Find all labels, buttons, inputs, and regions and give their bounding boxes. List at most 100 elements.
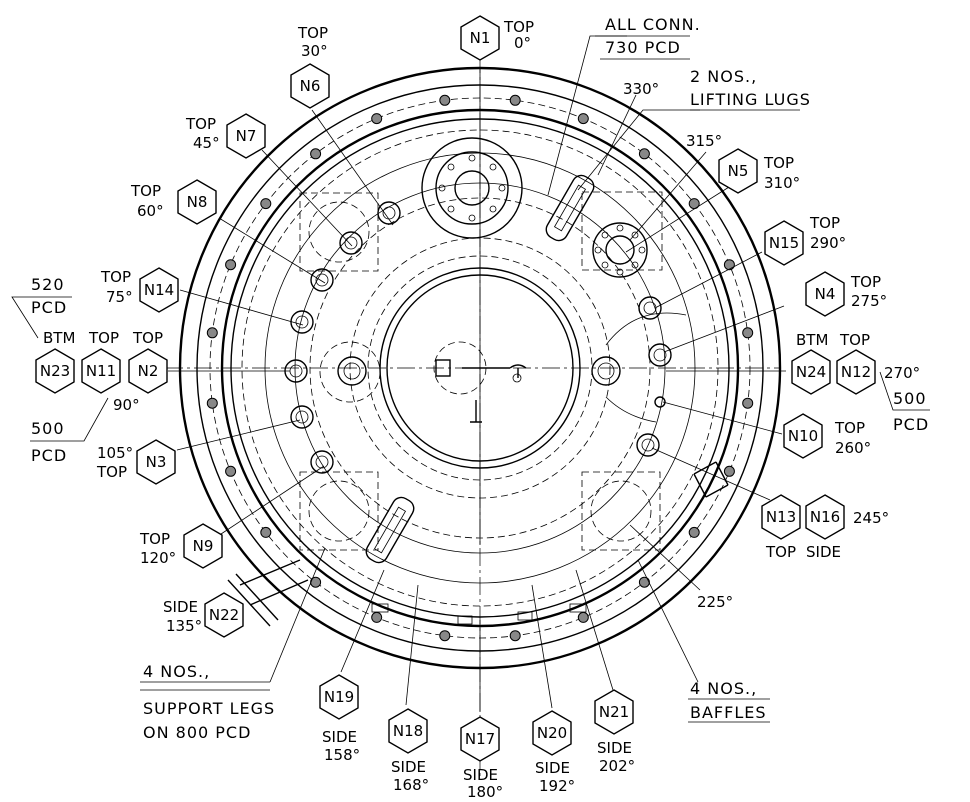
tag-n15: N15 [764,220,804,266]
svg-text:N9: N9 [193,537,214,555]
tag-n4: N4 [805,271,845,317]
angle-315: 315° [686,132,722,150]
tag-n19: N19 [319,674,359,720]
tag-n20: N20 [532,710,572,756]
pcd-520-label: PCD [31,298,67,317]
flange-bolt [577,611,589,623]
svg-text:N4: N4 [815,285,836,303]
n1-note: TOP [503,18,534,36]
n1-angle: 0° [514,34,531,52]
tag-n10: N10 [783,413,823,459]
tag-n22: N22 [204,592,244,638]
all-conn-note-line2: 730 PCD [605,38,681,57]
pcd-500-right-label: PCD [893,415,929,434]
nozzle-stubs [284,201,687,474]
flange-bolt [206,397,218,409]
tag-n21: N21 [594,689,634,735]
n9-note: TOP [139,530,170,548]
svg-text:N20: N20 [537,724,567,742]
n18-note: SIDE [391,758,426,776]
n20-angle: 192° [539,777,575,795]
svg-text:N7: N7 [236,127,257,145]
svg-text:N5: N5 [728,162,749,180]
pcd-500-left-label: PCD [31,446,67,465]
n16-angle: 245° [853,509,889,527]
n7-note: TOP [185,115,216,133]
n11-note: TOP [88,329,119,347]
n1-flange [421,137,523,239]
flange-bolt [509,630,521,642]
general-notes: ALL CONN. 730 PCD 2 NOS., LIFTING LUGS 4… [30,15,929,742]
flange-bolt [638,148,650,160]
tag-n7: N7 [226,113,266,159]
n8-note: TOP [130,182,161,200]
svg-text:N2: N2 [138,362,159,380]
tag-n14: N14 [139,267,179,313]
n5-note: TOP [763,154,794,172]
svg-text:N13: N13 [766,508,796,526]
vessel-body [165,55,782,780]
n14-angle: 75° [106,288,133,306]
flange-bolt [206,327,218,339]
tag-n23: N23 [35,348,75,394]
flange-bolt [439,94,451,106]
svg-text:N24: N24 [796,363,826,381]
all-conn-note-line1: ALL CONN. [605,15,701,34]
svg-text:N8: N8 [187,193,208,211]
support-legs-note-line2: SUPPORT LEGS [143,699,275,718]
svg-text:N23: N23 [40,362,70,380]
n15-angle: 290° [810,234,846,252]
tag-n1: N1 [460,15,500,61]
flange-bolt [509,94,521,106]
n23-note: BTM [43,329,75,347]
support-legs-pcd [241,129,719,607]
n4-angle: 275° [851,292,887,310]
svg-text:N17: N17 [465,730,495,748]
n13-note: TOP [765,543,796,561]
nozzle-annotations: TOP 0° TOP 30° TOP 45° TOP 60° TOP 75° B… [43,18,920,801]
tag-n6: N6 [290,63,330,109]
angle-225: 225° [697,593,733,611]
n14-note: TOP [100,268,131,286]
support-legs [299,192,661,551]
svg-text:N19: N19 [324,688,354,706]
n19-angle: 158° [324,746,360,764]
n19-note: SIDE [322,728,357,746]
svg-text:N11: N11 [86,362,116,380]
tag-n8: N8 [177,179,217,225]
tag-n17: N17 [460,716,500,762]
n16-side-nozzle [693,461,729,498]
n17-note: SIDE [463,766,498,784]
flange-bolt [371,611,383,623]
svg-text:N6: N6 [300,77,321,95]
n21-note: SIDE [597,739,632,757]
n4-note: TOP [850,273,881,291]
tag-n2: N2 [128,348,168,394]
flange-bolt [310,148,322,160]
n3-note: TOP [96,463,127,481]
flange-bolt [260,526,272,538]
lifting-lugs-note-line1: 2 NOS., [690,67,757,86]
tag-n24: N24 [791,349,831,395]
flange-bolt [225,259,237,271]
tag-n12: N12 [836,349,876,395]
tag-n3: N3 [136,439,176,485]
svg-text:N15: N15 [769,234,799,252]
n16-note: SIDE [806,543,841,561]
svg-text:N10: N10 [788,427,818,445]
n22-angle: 135° [166,617,202,635]
n21-angle: 202° [599,757,635,775]
tag-n13: N13 [761,494,801,540]
pcd-520-value: 520 [31,275,65,294]
flange-bolt [225,465,237,477]
angle-330: 330° [623,80,659,98]
flange-bolts [206,94,754,642]
pcd-500-right-value: 500 [893,389,927,408]
flange-bolt [742,327,754,339]
n6-angle: 30° [301,42,328,60]
n2-note: TOP [132,329,163,347]
n22-note: SIDE [163,598,198,616]
support-legs-note-line3: ON 800 PCD [143,723,251,742]
baffles-note-line2: BAFFLES [690,703,767,722]
tag-n18: N18 [388,708,428,754]
